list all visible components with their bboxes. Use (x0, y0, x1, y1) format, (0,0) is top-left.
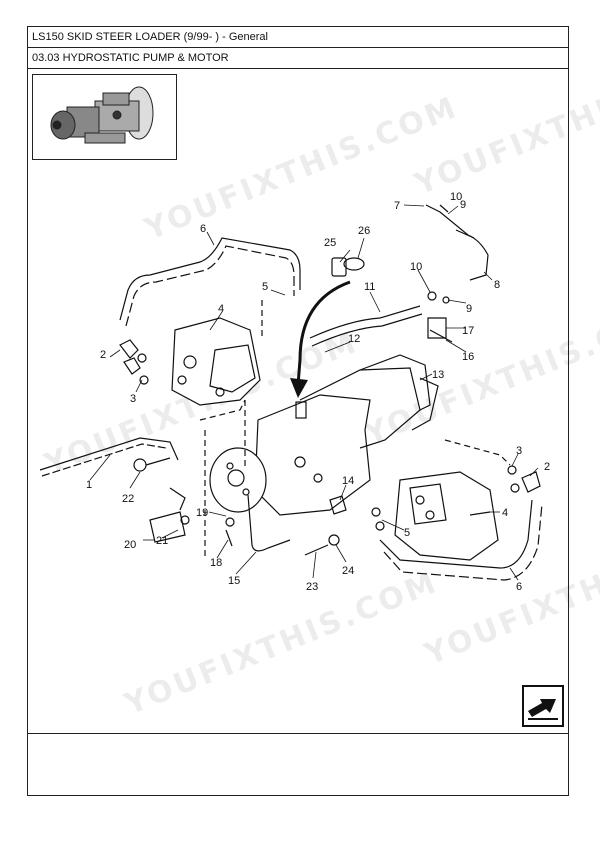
callout-20: 20 (124, 539, 136, 551)
callout-3: 3 (130, 393, 136, 405)
callout-12: 12 (348, 333, 360, 345)
callout-4: 4 (502, 507, 508, 519)
callout-23: 23 (306, 581, 318, 593)
callout-1: 1 (86, 479, 92, 491)
callout-6: 6 (200, 223, 206, 235)
callout-21: 21 (156, 535, 168, 547)
callout-3: 3 (516, 445, 522, 457)
callout-18: 18 (210, 557, 222, 569)
callout-13: 13 (432, 369, 444, 381)
callout-8: 8 (494, 279, 500, 291)
callout-14: 14 (342, 475, 354, 487)
thumbnail-preview[interactable] (32, 74, 177, 160)
callout-11: 11 (364, 281, 375, 293)
callout-24: 24 (342, 565, 354, 577)
next-page-arrow-icon (528, 699, 558, 720)
callout-17: 17 (462, 325, 474, 337)
callout-5: 5 (404, 527, 410, 539)
callout-9: 9 (466, 303, 472, 315)
callout-16: 16 (462, 351, 474, 363)
callout-19: 19 (196, 507, 208, 519)
callout-15: 15 (228, 575, 240, 587)
callout-10: 10 (450, 191, 462, 203)
page-frame: LS150 SKID STEER LOADER (9/99- ) - Gener… (27, 26, 569, 796)
callout-6: 6 (516, 581, 522, 593)
thumbnail-pump-image (50, 86, 154, 144)
callout-26: 26 (358, 225, 370, 237)
manual-title: LS150 SKID STEER LOADER (9/99- ) - Gener… (28, 27, 568, 48)
callout-22: 22 (122, 493, 134, 505)
callout-4: 4 (218, 303, 224, 315)
callout-7: 7 (394, 200, 400, 212)
next-page-button[interactable] (522, 685, 564, 727)
callout-2: 2 (100, 349, 106, 361)
callout-25: 25 (324, 237, 336, 249)
footer-divider (28, 733, 568, 734)
section-title: 03.03 HYDROSTATIC PUMP & MOTOR (28, 48, 568, 69)
callout-9: 9 (460, 199, 466, 211)
callout-5: 5 (262, 281, 268, 293)
callout-10: 10 (410, 261, 422, 273)
callout-2: 2 (544, 461, 550, 473)
